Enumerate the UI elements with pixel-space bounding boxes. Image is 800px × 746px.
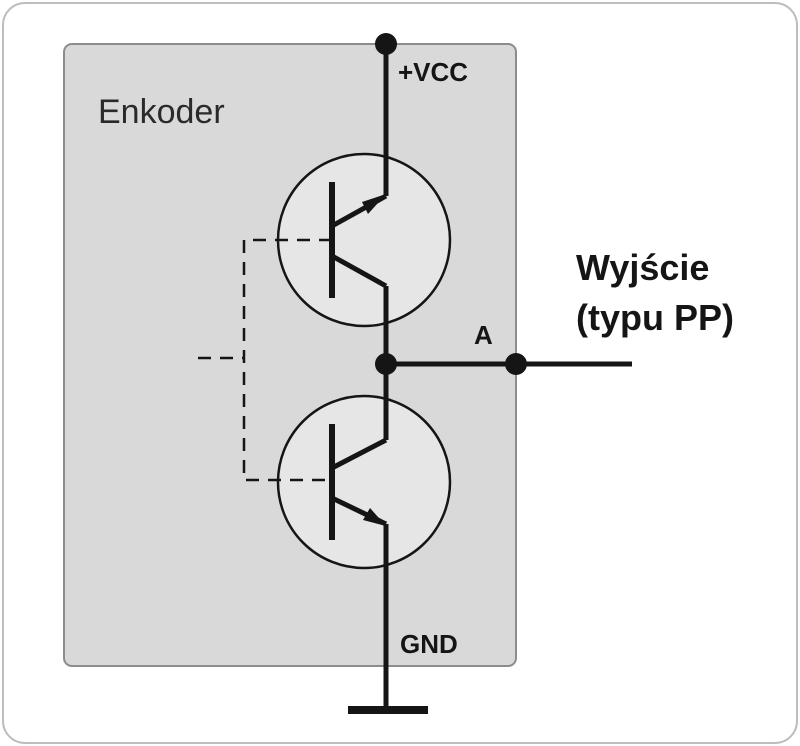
lower-transistor-body [276, 394, 452, 570]
lower-transistor-arrow [363, 508, 386, 526]
vcc-node [375, 33, 397, 55]
upper-transistor-emitter [330, 253, 388, 289]
mid-node [375, 353, 397, 375]
upper-transistor-arrow [362, 194, 386, 214]
node-a-label: A [474, 320, 493, 350]
gnd-label: GND [400, 629, 458, 659]
lower-transistor-collector [330, 437, 388, 471]
output-node [505, 353, 527, 375]
output-label-line2: (typu PP) [576, 297, 734, 338]
output-label-line1: Wyjście [576, 247, 709, 288]
encoder-label: Enkoder [98, 93, 225, 131]
upper-base-drive-dashed [242, 238, 332, 482]
vcc-label: +VCC [398, 57, 468, 87]
encoder-box [63, 43, 517, 667]
